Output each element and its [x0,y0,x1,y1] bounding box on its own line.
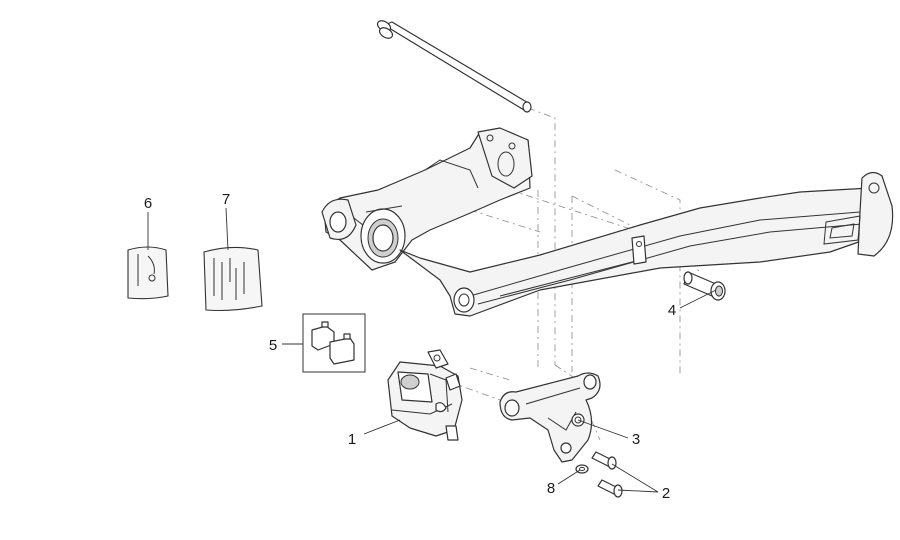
hardware-bag-large [203,246,263,312]
swingarm [321,127,894,317]
callout-1: 1 [348,431,356,448]
brake-pads-kit [302,313,366,373]
callout-8: 8 [547,480,555,497]
pivot-axle [376,20,532,113]
callout-5: 5 [269,337,277,354]
leader-lines [147,207,717,493]
callout-labels: 1 2 3 4 5 6 7 8 [144,191,676,502]
callout-3: 3 [632,431,640,448]
brake-caliper [387,349,463,441]
hardware-bag-small [127,246,169,300]
callout-6: 6 [144,195,152,212]
wheel-spindle-bolt [683,271,726,301]
callout-7: 7 [222,191,230,208]
bracket-bolts [591,451,623,498]
callout-4: 4 [668,302,676,319]
callout-2: 2 [662,485,670,502]
caliper-bracket [499,372,601,463]
